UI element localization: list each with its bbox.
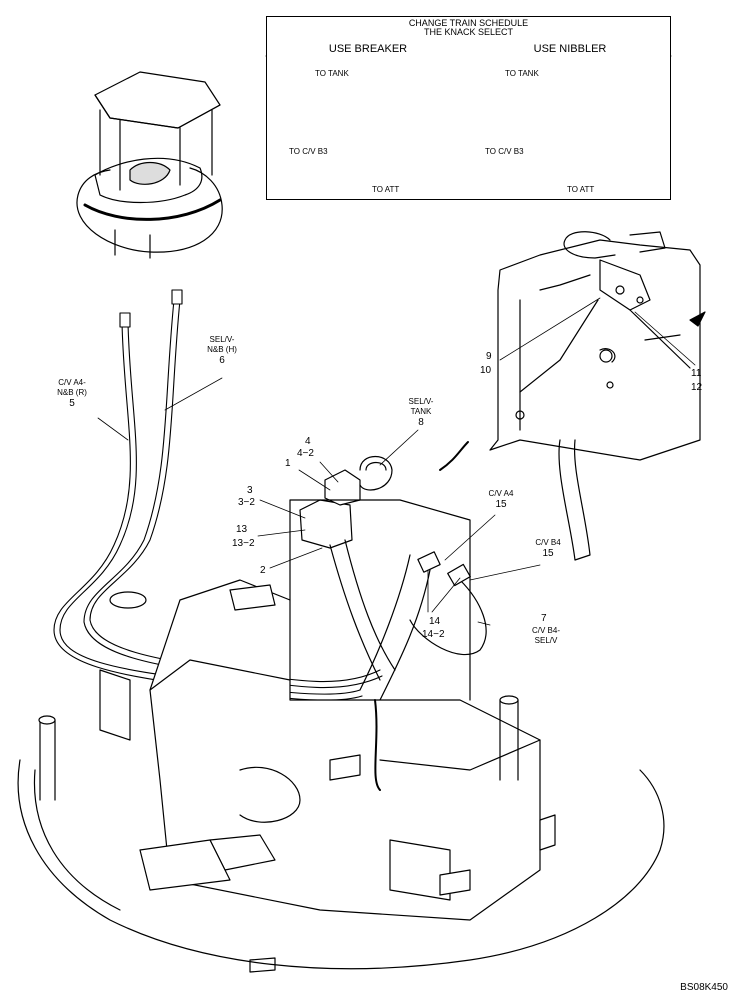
callout-10: 10 [480, 365, 492, 376]
nibbler-to-tank-label: TO TANK [505, 69, 539, 78]
callout-11: 11 [691, 368, 702, 379]
nibbler-to-att-label: TO ATT [567, 185, 595, 194]
callout-2: 2 [260, 565, 266, 576]
callout-6-group: SEL/V- N&B (H) 6 [196, 335, 248, 367]
callout-1: 1 [285, 458, 291, 469]
callout-4: 4 [305, 436, 311, 447]
use-breaker-header: USE BREAKER [328, 43, 408, 55]
callout-15a: 15 [495, 499, 507, 510]
callout-4-2: 4−2 [297, 448, 314, 459]
breaker-to-cv-b3-label: TO C/V B3 [289, 147, 328, 156]
callout-12: 12 [691, 382, 703, 393]
callout-15a-group: C/V A4 15 [483, 489, 519, 511]
use-nibbler-header: USE NIBBLER [533, 43, 607, 55]
callout-5-desc2: N&B (R) [57, 388, 87, 397]
nibbler-to-cv-b3-label: TO C/V B3 [485, 147, 524, 156]
callout-6: 6 [219, 355, 225, 366]
callout-5: 5 [69, 398, 75, 409]
schedule-title-line1: CHANGE TRAIN SCHEDULE [408, 18, 529, 28]
callout-13-2: 13−2 [232, 538, 255, 549]
callout-7: 7 [541, 613, 547, 624]
callout-5-desc1: C/V A4- [58, 378, 86, 387]
callout-8-desc1: SEL/V- [408, 397, 434, 406]
callout-9: 9 [486, 351, 492, 362]
change-train-schedule-box: CHANGE TRAIN SCHEDULE THE KNACK SELECT U… [266, 16, 671, 200]
callout-8-group: SEL/V- TANK 8 [398, 397, 444, 429]
valve-bracket-detail [489, 231, 706, 561]
callout-3: 3 [247, 485, 253, 496]
callout-7-desc2: SEL/V [534, 636, 558, 645]
schedule-title-line2: THE KNACK SELECT [423, 27, 514, 37]
callout-5-group: C/V A4- N&B (R) 5 [44, 378, 100, 410]
callout-15b: 15 [542, 548, 554, 559]
callout-15b-desc: C/V B4 [535, 538, 561, 547]
callout-14-2: 14−2 [422, 629, 445, 640]
callout-7-desc1: C/V B4- [531, 626, 560, 635]
breaker-to-tank-label: TO TANK [315, 69, 349, 78]
leader-lines [97, 297, 696, 626]
callout-15a-desc: C/V A4 [488, 489, 514, 498]
callout-6-desc1: SEL/V- [209, 335, 235, 344]
breaker-to-att-label: TO ATT [372, 185, 400, 194]
callout-7-desc-group: C/V B4- SEL/V [526, 626, 566, 646]
machine-thumbnail [76, 71, 223, 259]
callout-14: 14 [429, 616, 441, 627]
upper-frame [17, 499, 665, 973]
drawing-code: BS08K450 [680, 982, 728, 993]
callout-8: 8 [418, 417, 424, 428]
callout-15b-group: C/V B4 15 [530, 538, 566, 560]
callout-13: 13 [236, 524, 248, 535]
schedule-title: CHANGE TRAIN SCHEDULE THE KNACK SELECT [267, 19, 670, 37]
callout-6-desc2: N&B (H) [207, 345, 237, 354]
selector-valve-assembly [299, 441, 487, 701]
callout-8-desc2: TANK [410, 407, 432, 416]
callout-3-2: 3−2 [238, 497, 255, 508]
